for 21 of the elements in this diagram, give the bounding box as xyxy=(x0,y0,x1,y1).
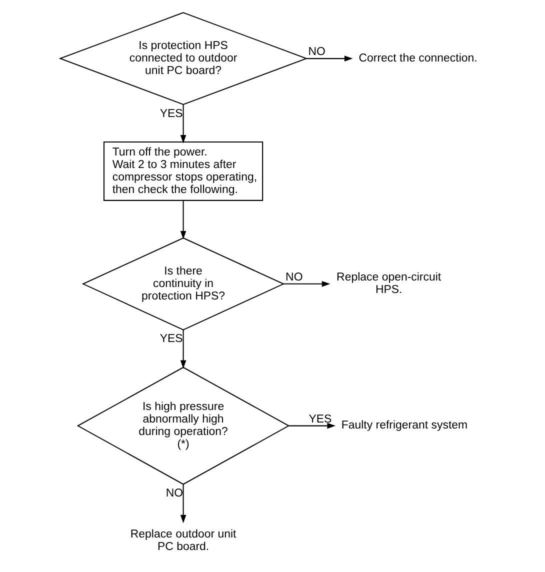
edge-label: YES xyxy=(160,333,183,346)
node-diamond: Is high pressure abnormally high during operation? (*) xyxy=(76,366,290,485)
node-text: Replace open-circuit HPS. xyxy=(336,272,442,296)
arrow xyxy=(180,484,186,524)
edge-label: NO xyxy=(308,46,326,58)
arrow xyxy=(180,104,186,144)
edge-label: NO xyxy=(286,272,303,284)
arrow xyxy=(180,200,186,240)
arrow xyxy=(180,330,186,369)
arrow xyxy=(288,422,336,429)
node-text: Replace outdoor unit PC board. xyxy=(130,528,236,553)
node-diamond: Is protection HPS connected to outdoor unit PC board? xyxy=(58,12,308,106)
arrow xyxy=(306,56,353,62)
arrow xyxy=(284,280,330,287)
node-diamond: Is there continuity in protection HPS? xyxy=(82,237,285,330)
edge-label: YES xyxy=(308,413,332,426)
edge-label: YES xyxy=(160,108,183,120)
edge-label: NO xyxy=(166,488,184,500)
node-text: Correct the connection. xyxy=(358,52,478,64)
node-box: Turn off the power. Wait 2 to 3 minutes after compressor stops operating, then check the following. xyxy=(103,142,264,201)
node-text: Faulty refrigerant system xyxy=(341,420,468,432)
